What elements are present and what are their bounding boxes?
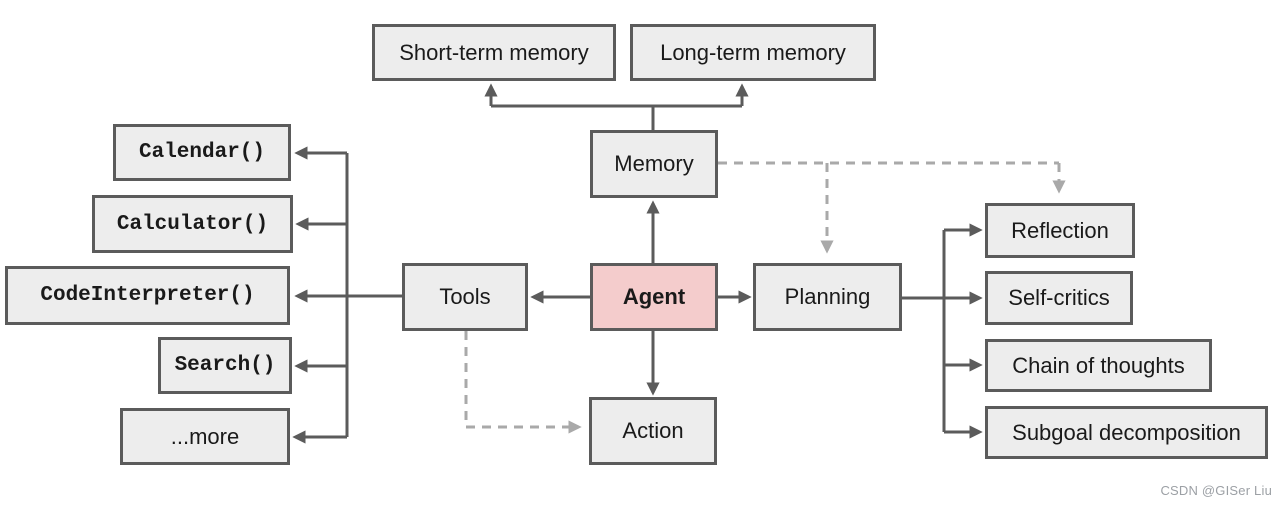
node-planning: Planning bbox=[753, 263, 902, 331]
edge-tools-to-action-dashed bbox=[464, 331, 582, 434]
node-memory: Memory bbox=[590, 130, 718, 198]
node-calculator: Calculator() bbox=[92, 195, 293, 253]
node-tools: Tools bbox=[402, 263, 528, 331]
node-long-term-memory: Long-term memory bbox=[630, 24, 876, 81]
watermark-text: CSDN @GISer Liu bbox=[1160, 483, 1272, 498]
node-short-term-memory: Short-term memory bbox=[372, 24, 616, 81]
node-calendar: Calendar() bbox=[113, 124, 291, 181]
node-code-interpreter: CodeInterpreter() bbox=[5, 266, 290, 325]
node-action: Action bbox=[589, 397, 717, 465]
node-subgoal-decomposition: Subgoal decomposition bbox=[985, 406, 1268, 459]
dashed-edges bbox=[464, 161, 1066, 434]
node-chain-of-thoughts: Chain of thoughts bbox=[985, 339, 1212, 392]
solid-edges bbox=[292, 83, 983, 444]
node-self-critics: Self-critics bbox=[985, 271, 1133, 325]
node-more: ...more bbox=[120, 408, 290, 465]
node-agent: Agent bbox=[590, 263, 718, 331]
node-reflection: Reflection bbox=[985, 203, 1135, 258]
node-search: Search() bbox=[158, 337, 292, 394]
